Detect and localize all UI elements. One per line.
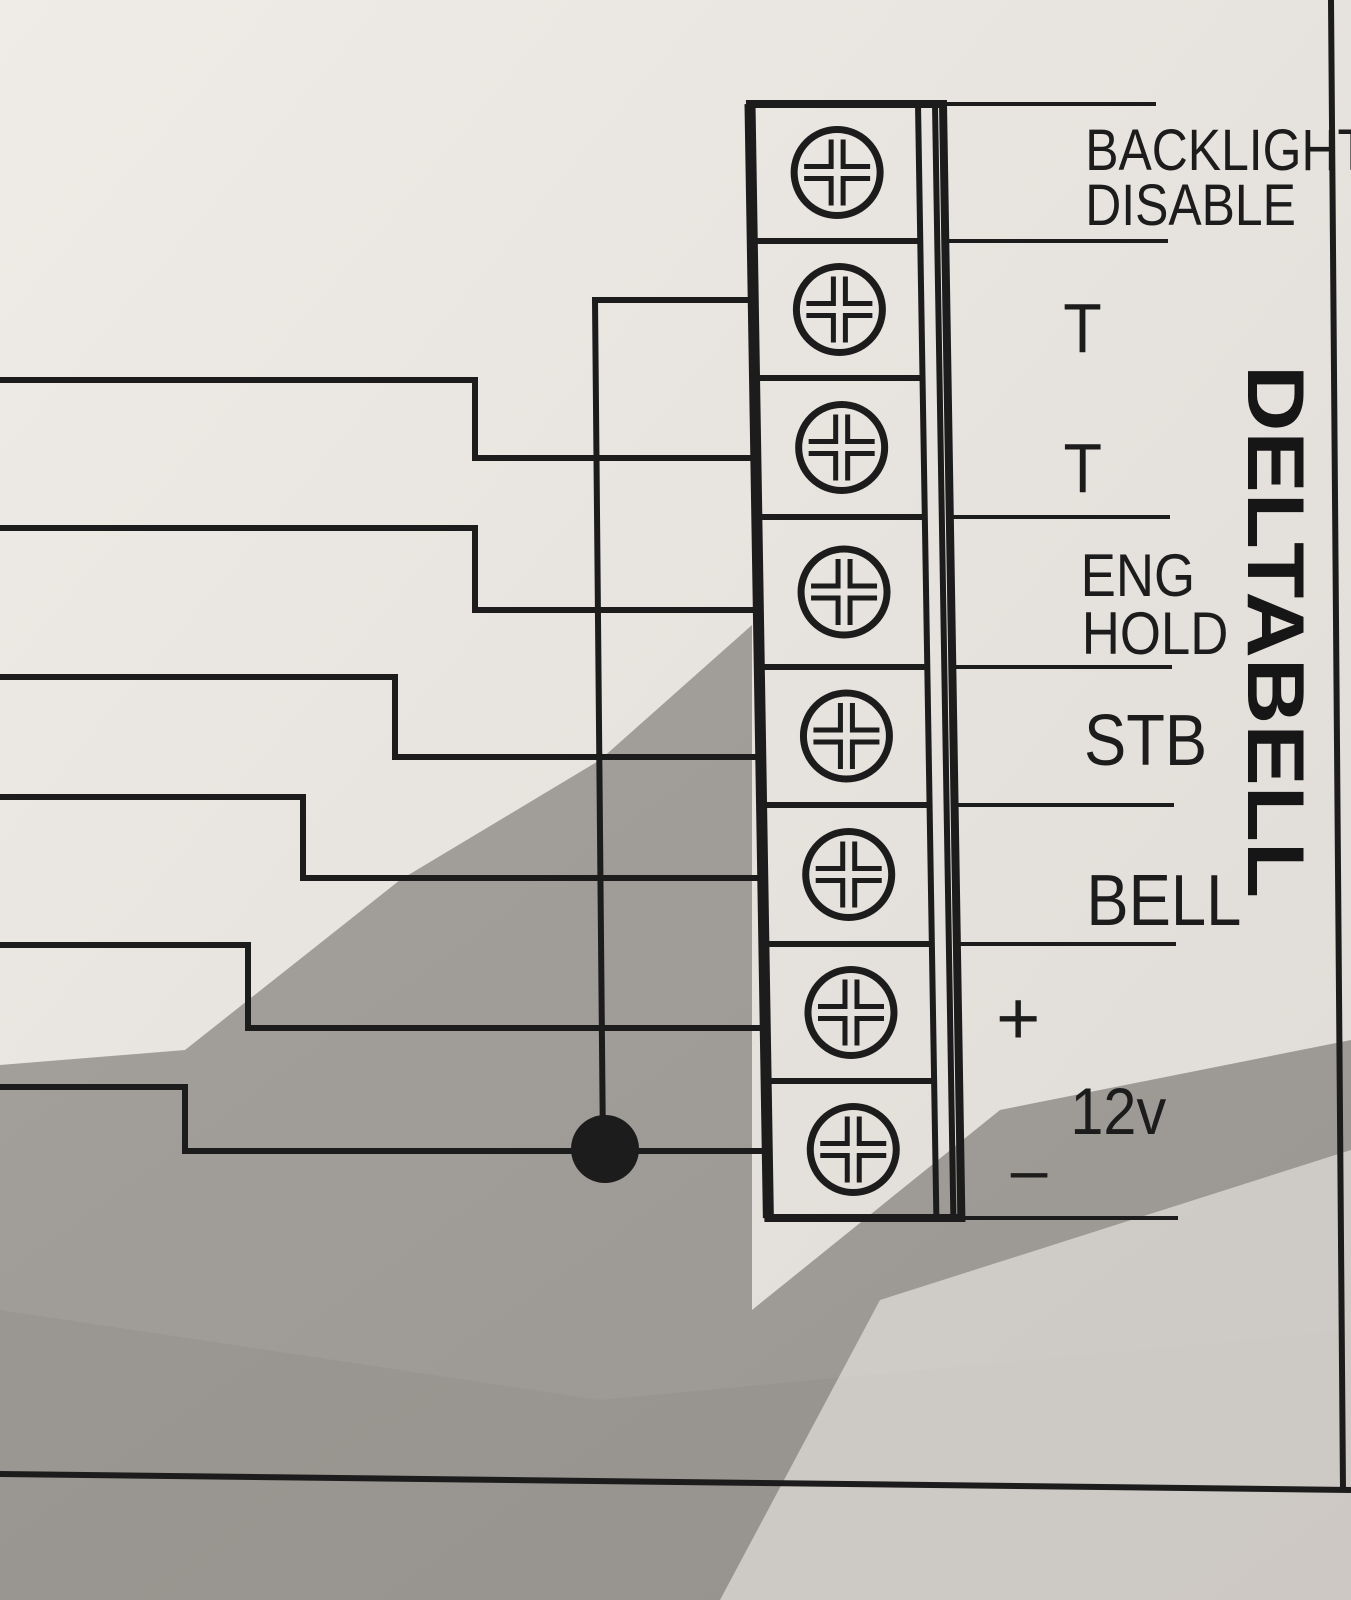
screw-housing-edge — [915, 103, 940, 1219]
label-stb: STB — [1084, 701, 1207, 781]
label-hold: HOLD — [1082, 600, 1229, 667]
label-disable: DISABLE — [1085, 174, 1296, 238]
label-strip-edge — [932, 103, 957, 1219]
terminal-block-rail — [744, 103, 774, 1219]
wire-eng-hold — [0, 525, 760, 613]
label-minus: – — [1011, 1132, 1048, 1206]
wire-bell — [0, 794, 764, 881]
wire-stb — [0, 674, 762, 760]
label-eng: ENG — [1081, 542, 1195, 609]
label-t-1: T — [1063, 290, 1101, 368]
label-t-2: T — [1064, 430, 1102, 508]
wire-t2 — [0, 377, 758, 461]
junction-dot-icon — [571, 1115, 639, 1183]
page-frame — [0, 0, 1351, 1493]
wire-minus — [0, 1084, 768, 1154]
label-plus: + — [996, 976, 1040, 1061]
wire-t1-loop — [591, 297, 752, 1152]
terminal-block — [744, 100, 1178, 1222]
label-backlight: BACKLIGHT — [1085, 119, 1351, 183]
brand-title: DELTABELL — [1230, 365, 1320, 898]
wire-harness — [0, 297, 768, 1154]
label-supply-voltage: 12v — [1070, 1075, 1166, 1149]
label-bell: BELL — [1086, 861, 1241, 941]
wire-plus — [0, 942, 766, 1031]
